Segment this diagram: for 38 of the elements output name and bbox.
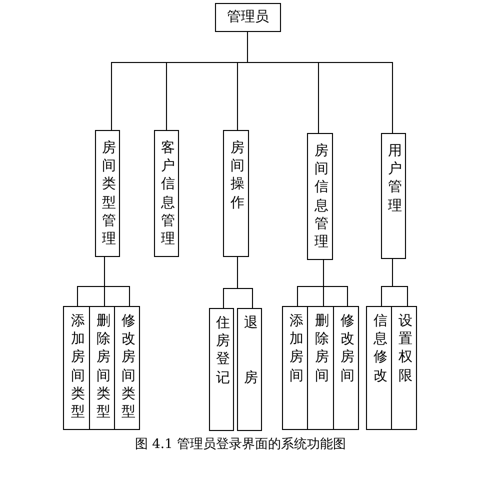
function-box bbox=[366, 306, 392, 430]
box-label: 删除房间 bbox=[315, 312, 329, 385]
box-label: 住房登记 bbox=[216, 314, 230, 387]
function-box bbox=[114, 306, 140, 430]
box-label: 房间类型管理 bbox=[102, 139, 116, 248]
connector-line bbox=[247, 32, 393, 134]
box-label: 房间信息管理 bbox=[314, 142, 328, 252]
root-box bbox=[215, 3, 281, 32]
function-box bbox=[307, 306, 334, 430]
box-label: 修改房间类型 bbox=[122, 312, 136, 422]
connector-line bbox=[392, 258, 408, 306]
module-box bbox=[381, 133, 406, 259]
module-box bbox=[95, 130, 120, 257]
box-label: 添加房间 bbox=[290, 312, 304, 385]
box-label: 用户管理 bbox=[388, 142, 402, 215]
connector-line bbox=[237, 256, 253, 308]
function-box bbox=[282, 306, 308, 430]
box-label: 修改房间 bbox=[340, 312, 354, 385]
function-box bbox=[209, 308, 234, 431]
box-label: 添加房间类型 bbox=[71, 312, 85, 422]
connector-line bbox=[104, 256, 130, 306]
function-box bbox=[63, 306, 90, 430]
function-box bbox=[237, 308, 262, 431]
box-label: 管理员 bbox=[227, 9, 269, 26]
connector-line bbox=[323, 260, 348, 306]
figure-caption: 图 4.1 管理员登录界面的系统功能图 bbox=[135, 437, 346, 453]
box-label: 房间操作 bbox=[230, 139, 244, 212]
module-box bbox=[154, 130, 179, 257]
box-label: 信息修改 bbox=[374, 312, 388, 385]
box-label: 退房 bbox=[244, 314, 258, 387]
module-box bbox=[307, 133, 333, 260]
module-box bbox=[223, 130, 249, 257]
function-box bbox=[391, 306, 417, 430]
box-label: 删除房间类型 bbox=[96, 312, 110, 422]
box-label: 客户信息管理 bbox=[161, 139, 175, 248]
function-box bbox=[333, 306, 359, 430]
box-label: 设置权限 bbox=[398, 312, 412, 385]
function-box bbox=[89, 306, 115, 430]
